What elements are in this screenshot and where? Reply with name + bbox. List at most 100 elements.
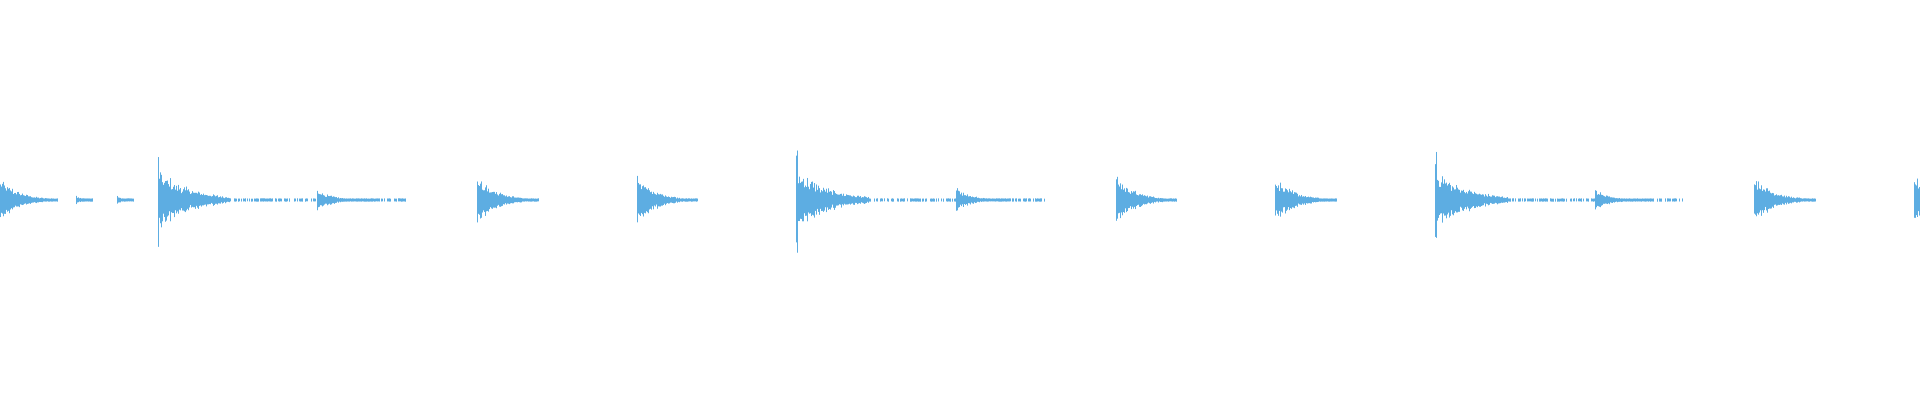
waveform-bar [947, 198, 948, 202]
waveform-bar [509, 196, 510, 205]
waveform-bar [479, 185, 480, 215]
waveform-bar [956, 190, 957, 211]
waveform-bar [643, 185, 644, 217]
waveform-bar [1617, 198, 1618, 203]
waveform-bar [1291, 192, 1292, 209]
waveform-bar [1564, 198, 1565, 202]
waveform-bar [1792, 197, 1793, 203]
waveform-bar [801, 181, 802, 220]
waveform-bar [1305, 195, 1306, 205]
waveform-bar [1811, 198, 1812, 202]
waveform-bar [1776, 194, 1777, 206]
waveform-bar [1638, 198, 1639, 202]
waveform-bar [1161, 198, 1162, 202]
waveform-bar [301, 198, 302, 202]
waveform-bar [50, 198, 51, 202]
waveform-bar [1475, 193, 1476, 208]
waveform-bar [915, 198, 916, 202]
waveform-bar [1024, 198, 1025, 202]
waveform-bar [1574, 198, 1575, 202]
waveform-bar [52, 198, 53, 202]
waveform-bar [1512, 198, 1513, 202]
waveform-bar [1541, 198, 1542, 202]
waveform-bar [222, 196, 223, 204]
waveform-bar [1650, 198, 1651, 202]
waveform-bar [1644, 198, 1645, 202]
waveform-bar [931, 198, 932, 202]
waveform-bar [1551, 198, 1552, 202]
waveform-bar [860, 196, 861, 204]
waveform-bar [824, 189, 825, 211]
waveform-bar [838, 194, 839, 206]
waveform-bar [272, 198, 273, 202]
waveform-bar [384, 198, 385, 202]
waveform-bar [367, 198, 368, 202]
waveform-bar [982, 198, 983, 202]
waveform-bar [682, 198, 683, 202]
waveform-bar [834, 191, 835, 210]
waveform-bar [1298, 196, 1299, 204]
waveform-bar [800, 182, 801, 219]
waveform-bar [1547, 198, 1548, 202]
waveform-bar [1773, 193, 1774, 208]
waveform-bar [1676, 198, 1677, 202]
waveform-bar [661, 194, 662, 206]
waveform-bar [1118, 184, 1119, 214]
waveform-bar [685, 198, 686, 202]
waveform-bar [399, 198, 400, 202]
waveform-bar [506, 195, 507, 205]
waveform-bar [1001, 198, 1002, 202]
waveform-bar [1474, 191, 1475, 209]
waveform-bar [302, 198, 303, 202]
waveform-bar [1307, 196, 1308, 204]
waveform-bar [1668, 198, 1669, 202]
waveform-bar [1450, 184, 1451, 216]
waveform-bar [23, 195, 24, 205]
waveform-bar [1611, 197, 1612, 203]
waveform-bar [378, 198, 379, 202]
waveform-bar [27, 195, 28, 204]
waveform-bar [20, 195, 21, 205]
waveform-bar [1812, 198, 1813, 202]
waveform-bar [969, 196, 970, 204]
waveform-bar [191, 193, 192, 208]
waveform-bar [810, 184, 811, 214]
waveform-bar [1612, 197, 1613, 204]
waveform-bar [528, 198, 529, 202]
waveform-bar [943, 198, 944, 202]
waveform-bar [1583, 198, 1584, 202]
waveform-bar [884, 198, 885, 202]
waveform-bar [307, 198, 308, 202]
waveform-bar [1499, 196, 1500, 204]
waveform-bar [1487, 196, 1488, 205]
waveform-bar [35, 197, 36, 203]
waveform-bar [913, 198, 914, 202]
waveform-bar [133, 198, 134, 202]
waveform-bar [374, 198, 375, 202]
waveform-bar [990, 198, 991, 202]
waveform-bar [1529, 198, 1530, 202]
waveform-bar [192, 191, 193, 207]
waveform-bar [1281, 188, 1282, 212]
waveform-bar [340, 197, 341, 203]
waveform-bar [1447, 185, 1448, 215]
waveform-bar [1799, 197, 1800, 203]
waveform-bar [514, 197, 515, 203]
waveform-bar [694, 198, 695, 202]
waveform-bar [1295, 192, 1296, 206]
waveform-bar [912, 198, 913, 202]
waveform-bar [689, 198, 690, 202]
waveform-bar [7, 187, 8, 212]
waveform-bar [922, 198, 923, 202]
waveform-bar [14, 193, 15, 208]
waveform-bar [1653, 198, 1654, 202]
waveform-bar [1800, 198, 1801, 202]
waveform-bar [377, 198, 378, 202]
waveform-bar [1466, 191, 1467, 210]
waveform-bar [175, 189, 176, 211]
waveform-bar [264, 198, 265, 202]
waveform-bar [24, 195, 25, 204]
waveform-bar [1560, 198, 1561, 202]
waveform-bar [1497, 196, 1498, 205]
